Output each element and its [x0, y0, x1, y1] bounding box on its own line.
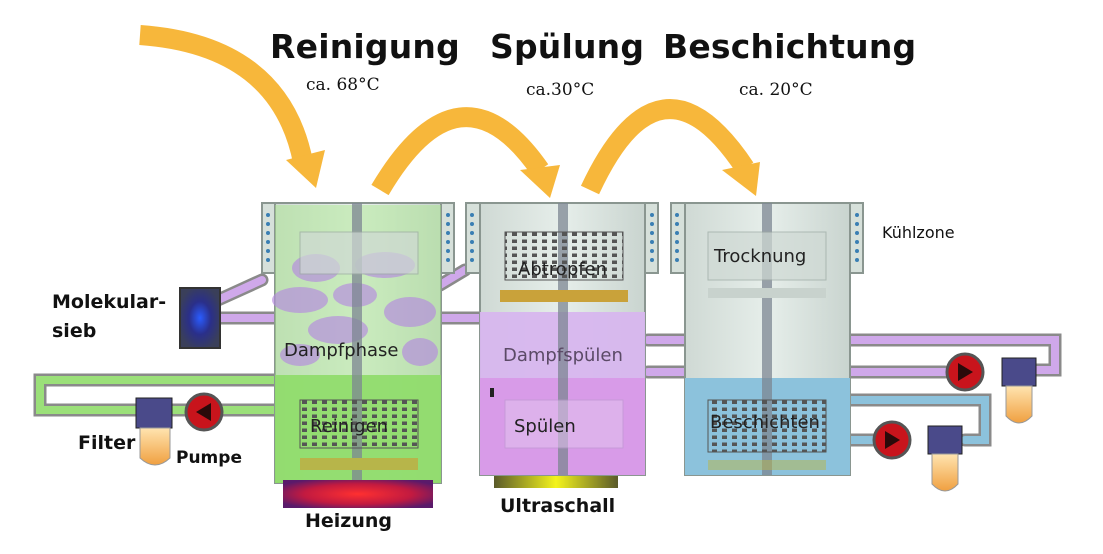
stage-temp-spuelung: ca.30°C	[526, 80, 595, 100]
pump-right-lower	[872, 420, 912, 460]
label-pumpe: Pumpe	[176, 448, 242, 468]
arrow-spuelung-to-beschichtung	[580, 99, 754, 195]
tank-beschichtung	[670, 202, 864, 476]
label-beschichten: Beschichten	[710, 412, 820, 433]
label-reinigen: Reinigen	[310, 416, 389, 437]
stage-temp-reinigung: ca. 68°C	[306, 75, 380, 95]
pump-left	[184, 392, 224, 432]
arrow-reinigung-to-spuelung	[371, 107, 549, 196]
label-abtropfen: Abtropfen	[518, 259, 608, 280]
label-heizung: Heizung	[305, 510, 393, 532]
filter-right-upper	[1001, 357, 1037, 424]
molecular-sieve	[179, 287, 221, 349]
label-dampfphase: Dampfphase	[284, 340, 399, 361]
heater	[283, 480, 433, 508]
stage-title-spuelung: Spülung	[490, 27, 645, 66]
pump-right-upper	[945, 352, 985, 392]
ultrasound-transducer	[494, 476, 618, 488]
filter-left	[135, 397, 173, 466]
label-dampfspuelen: Dampfspülen	[503, 345, 623, 366]
arrow-heads	[286, 150, 760, 198]
stage-title-beschichtung: Beschichtung	[663, 27, 917, 66]
label-kuehlzone: Kühlzone	[882, 223, 955, 242]
label-filter: Filter	[78, 432, 136, 454]
tank-reinigung	[261, 202, 455, 508]
tank-spuelung	[465, 202, 659, 488]
arrow-into-reinigung	[139, 25, 313, 165]
label-spuelen: Spülen	[514, 416, 576, 437]
label-molekularsieb: Molekular- sieb	[52, 291, 167, 342]
label-trocknung: Trocknung	[714, 246, 807, 267]
filter-right-lower	[927, 425, 963, 492]
label-ultraschall: Ultraschall	[500, 495, 616, 517]
stage-temp-beschichtung: ca. 20°C	[739, 80, 813, 100]
stage-title-reinigung: Reinigung	[270, 27, 460, 66]
process-arrows	[139, 25, 754, 196]
